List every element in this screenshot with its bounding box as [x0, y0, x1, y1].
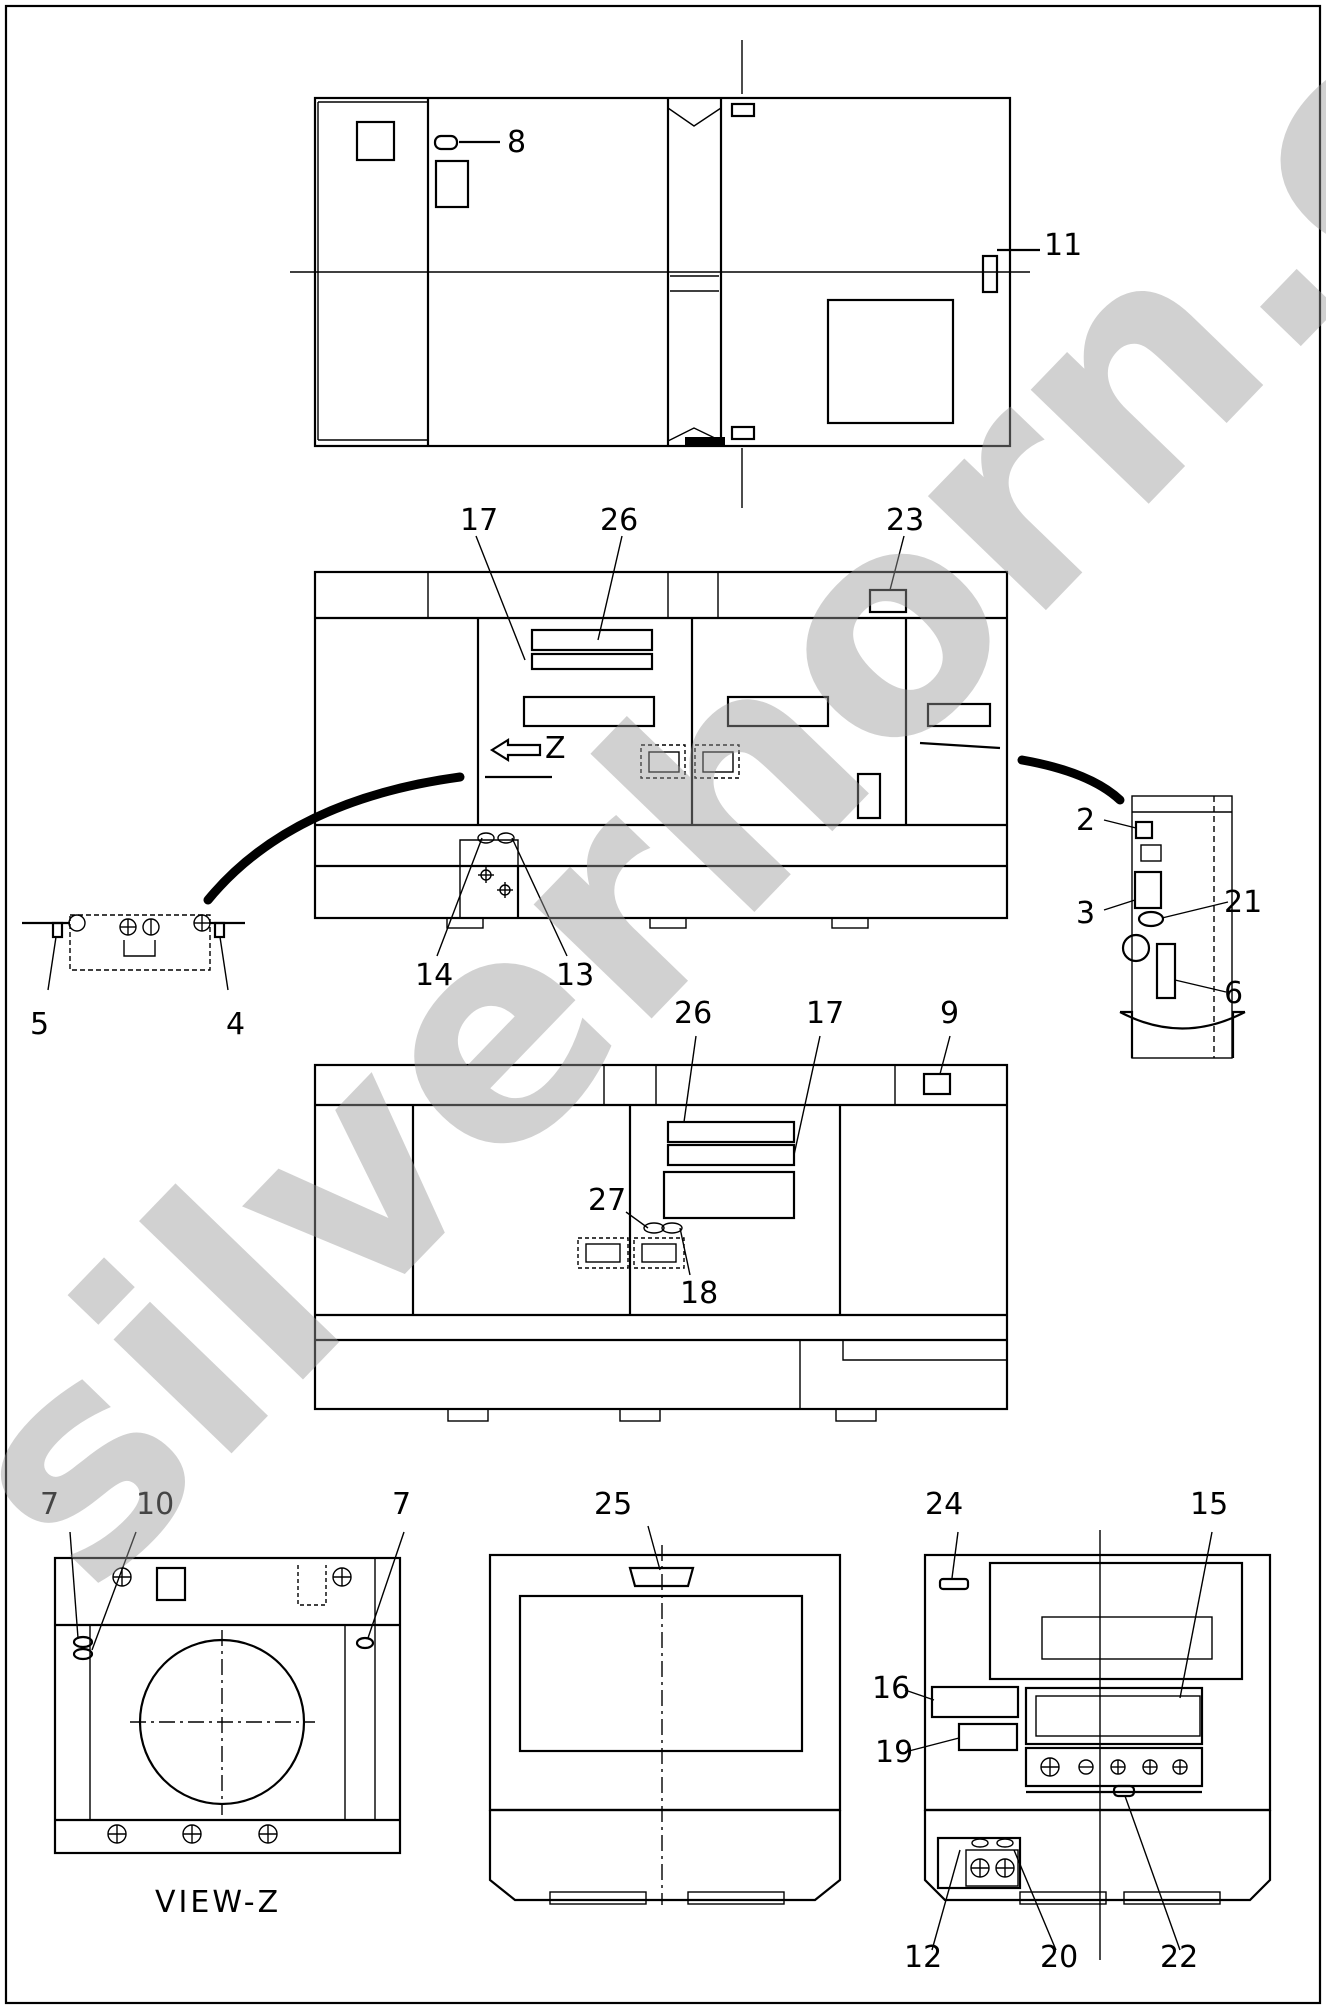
z-arrow-label: Z [545, 731, 566, 766]
label-26-lower: 26 [674, 996, 712, 1031]
label-26-upper: 26 [600, 503, 638, 538]
side-view-upper [313, 535, 1009, 957]
label-18: 18 [680, 1276, 718, 1311]
label-15: 15 [1190, 1487, 1228, 1522]
label-22: 22 [1160, 1940, 1198, 1975]
label-16: 16 [872, 1671, 910, 1706]
label-8: 8 [507, 125, 526, 160]
label-6: 6 [1224, 976, 1243, 1011]
label-24: 24 [925, 1487, 963, 1522]
end-view-right [904, 1530, 1272, 1960]
watermark: silverhorn.co.uk [0, 0, 1326, 1649]
side-view-lower [313, 1035, 1009, 1422]
detail-2-3-6-21 [1103, 795, 1246, 1059]
label-9: 9 [940, 996, 959, 1031]
detail-arc-right [1017, 755, 1125, 805]
label-14: 14 [415, 958, 453, 993]
drawing-border [4, 4, 1322, 2005]
label-7-right: 7 [392, 1487, 411, 1522]
label-27: 27 [588, 1183, 626, 1218]
label-21: 21 [1224, 885, 1262, 920]
top-view [290, 40, 1040, 508]
label-12: 12 [904, 1940, 942, 1975]
label-25: 25 [594, 1487, 632, 1522]
label-3: 3 [1076, 896, 1095, 931]
label-5: 5 [30, 1007, 49, 1042]
label-17-upper: 17 [460, 503, 498, 538]
detail-arc-left [203, 772, 465, 905]
label-10: 10 [136, 1487, 174, 1522]
end-view-center [488, 1525, 842, 1905]
label-11: 11 [1044, 228, 1082, 263]
label-20: 20 [1040, 1940, 1078, 1975]
label-13: 13 [556, 958, 594, 993]
view-z [53, 1531, 405, 1855]
label-19: 19 [875, 1735, 913, 1770]
detail-4-5 [22, 914, 245, 991]
view-z-caption: VIEW-Z [155, 1885, 281, 1920]
label-23: 23 [886, 503, 924, 538]
watermark-text: silverhorn.co.uk [0, 0, 1326, 1649]
label-2: 2 [1076, 803, 1095, 838]
label-17-lower: 17 [806, 996, 844, 1031]
label-4: 4 [226, 1007, 245, 1042]
label-7-left: 7 [40, 1487, 59, 1522]
